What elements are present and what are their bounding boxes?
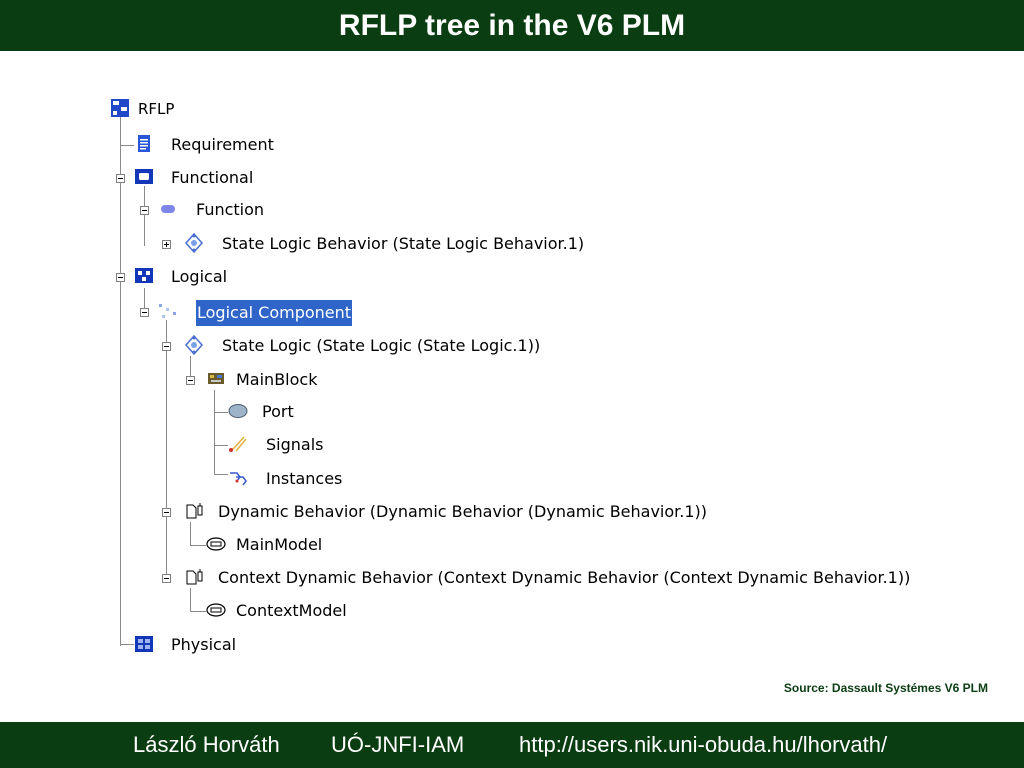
tree-node-label: Physical (171, 635, 237, 654)
tree-line (214, 474, 228, 475)
tree-node-dynamic-behavior[interactable]: Dynamic Behavior (Dynamic Behavior (Dyna… (184, 499, 708, 525)
tree-node-requirement[interactable]: Requirement (134, 132, 294, 158)
tree-node-label: ContextModel (236, 601, 347, 620)
signals-icon (229, 436, 247, 452)
collapse-toggle[interactable] (140, 308, 149, 317)
logical-component-icon (159, 304, 176, 318)
tree-node-signals[interactable]: Signals (228, 432, 348, 458)
tree-node-instances[interactable]: Instances (228, 466, 368, 492)
dynamic-behavior-icon (186, 503, 203, 519)
tree-node-context-dynamic-behavior[interactable]: Context Dynamic Behavior (Context Dynami… (184, 565, 910, 591)
tree-node-label: Requirement (171, 135, 274, 154)
expand-toggle[interactable] (162, 240, 171, 249)
tree-node-label: State Logic (State Logic (State Logic.1)… (222, 336, 541, 355)
tree-line (166, 320, 167, 580)
footer-bar (0, 722, 1024, 768)
title-bar (0, 0, 1024, 51)
dynamic-behavior-icon (186, 569, 203, 585)
tree-node-port[interactable]: Port (228, 399, 328, 425)
tree-node-rflp[interactable]: RFLP (110, 96, 200, 122)
tree-line (144, 186, 145, 246)
tree-node-label: Dynamic Behavior (Dynamic Behavior (Dyna… (218, 502, 708, 521)
tree-node-state-logic-behavior[interactable]: State Logic Behavior (State Logic Behavi… (184, 231, 584, 257)
tree-node-label-selected: Logical Component (196, 300, 353, 326)
tree-node-label: MainModel (236, 535, 323, 554)
tree-line (190, 611, 206, 612)
tree-node-label: State Logic Behavior (State Logic Behavi… (222, 234, 585, 253)
mainblock-icon (208, 373, 224, 384)
rflp-tree: RFLP Requirement Functional Function (100, 88, 920, 668)
footer-url: http://users.nik.uni-obuda.hu/lhorvath/ (519, 732, 888, 757)
collapse-toggle[interactable] (116, 273, 125, 282)
model-icon (206, 537, 226, 551)
tree-line (120, 145, 134, 146)
model-icon (206, 603, 226, 617)
logical-icon (135, 268, 153, 283)
tree-node-logical[interactable]: Logical (134, 264, 274, 290)
port-icon (228, 404, 248, 418)
tree-line (190, 545, 206, 546)
physical-icon (135, 636, 153, 652)
tree-node-logical-component[interactable]: Logical Component (158, 300, 358, 326)
collapse-toggle[interactable] (140, 206, 149, 215)
tree-line (214, 390, 215, 474)
tree-node-label: Context Dynamic Behavior (Context Dynami… (218, 568, 911, 587)
footer-institute: UÓ-JNFI-IAM (331, 732, 465, 757)
tree-node-label: Function (196, 200, 265, 219)
footer-author: László Horváth (133, 732, 280, 757)
instances-icon (230, 472, 247, 486)
tree-line (144, 288, 145, 316)
tree-node-label: Logical (171, 267, 228, 286)
tree-node-functional[interactable]: Functional (134, 165, 294, 191)
state-logic-icon (184, 233, 204, 253)
function-icon (161, 205, 175, 213)
tree-node-label: Instances (266, 469, 343, 488)
tree-node-label: Functional (171, 168, 254, 187)
document-icon (138, 135, 150, 152)
state-logic-icon (184, 335, 204, 355)
tree-line (214, 412, 228, 413)
tree-line (120, 644, 134, 645)
tree-node-mainmodel[interactable]: MainModel (206, 532, 346, 558)
tree-node-label: Port (262, 402, 294, 421)
tree-line (190, 356, 191, 382)
tree-line (190, 588, 191, 612)
slide-title: RFLP tree in the V6 PLM (338, 9, 686, 42)
source-caption: Source: Dassault Systémes V6 PLM (783, 681, 988, 695)
tree-line (120, 116, 121, 646)
tree-line (214, 445, 228, 446)
tree-node-physical[interactable]: Physical (134, 632, 274, 658)
tree-node-contextmodel[interactable]: ContextModel (206, 598, 366, 624)
tree-node-mainblock[interactable]: MainBlock (206, 367, 346, 393)
rflp-icon (111, 99, 129, 117)
functional-icon (135, 169, 153, 184)
tree-line (190, 522, 191, 546)
tree-node-function[interactable]: Function (158, 197, 298, 223)
collapse-toggle[interactable] (186, 376, 195, 385)
tree-node-label: MainBlock (236, 370, 318, 389)
tree-node-label: Signals (266, 435, 324, 454)
tree-node-label: RFLP (138, 100, 175, 118)
collapse-toggle[interactable] (116, 174, 125, 183)
collapse-toggle[interactable] (162, 342, 171, 351)
collapse-toggle[interactable] (162, 574, 171, 583)
collapse-toggle[interactable] (162, 508, 171, 517)
tree-node-state-logic[interactable]: State Logic (State Logic (State Logic.1)… (184, 333, 584, 359)
